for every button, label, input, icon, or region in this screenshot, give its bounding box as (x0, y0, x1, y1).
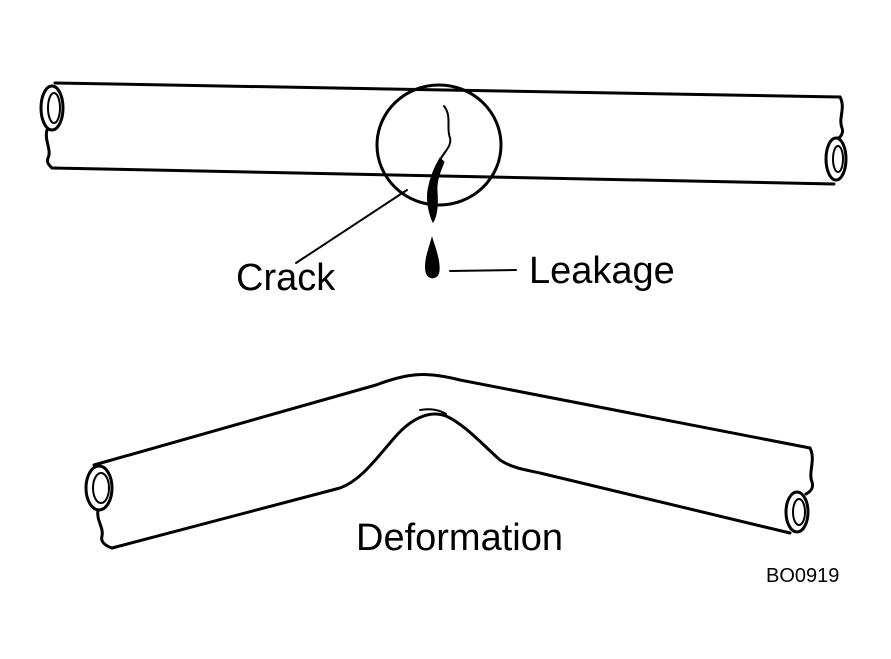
leak-drop (425, 236, 440, 279)
deformed-pipe (84, 373, 814, 550)
straight-pipe-top-edge (53, 81, 842, 99)
leak-streak (427, 157, 445, 223)
leakage-leader-line (449, 269, 517, 272)
crack-label: Crack (236, 257, 336, 299)
deformed-pipe-left-opening-inner (92, 472, 110, 504)
straight-pipe-left-opening (39, 84, 65, 132)
crack-leader-line (295, 189, 408, 264)
straight-pipe-right-opening-inner (832, 145, 844, 173)
deformation-label: Deformation (356, 517, 563, 559)
straight-pipe-left-opening-inner (47, 92, 61, 124)
figure-code-label: BO0919 (766, 565, 840, 587)
deformed-pipe-bottom-edge (110, 412, 792, 550)
deformed-pipe-right-opening (784, 490, 810, 534)
deformed-pipe-right-break (804, 446, 814, 496)
straight-pipe-right-break (836, 95, 844, 140)
straight-pipe (39, 81, 848, 186)
crack-line (439, 105, 452, 161)
deformed-pipe-top-edge (92, 373, 812, 467)
deformed-pipe-right-opening-inner (792, 498, 806, 526)
crack-highlight-circle (375, 83, 503, 207)
straight-pipe-left-break (44, 128, 54, 170)
deformed-pipe-crease (419, 408, 447, 415)
leakage-label: Leakage (529, 250, 675, 292)
straight-pipe-bottom-edge (50, 166, 836, 186)
deformed-pipe-left-break (96, 508, 114, 550)
straight-pipe-right-opening (824, 136, 848, 182)
